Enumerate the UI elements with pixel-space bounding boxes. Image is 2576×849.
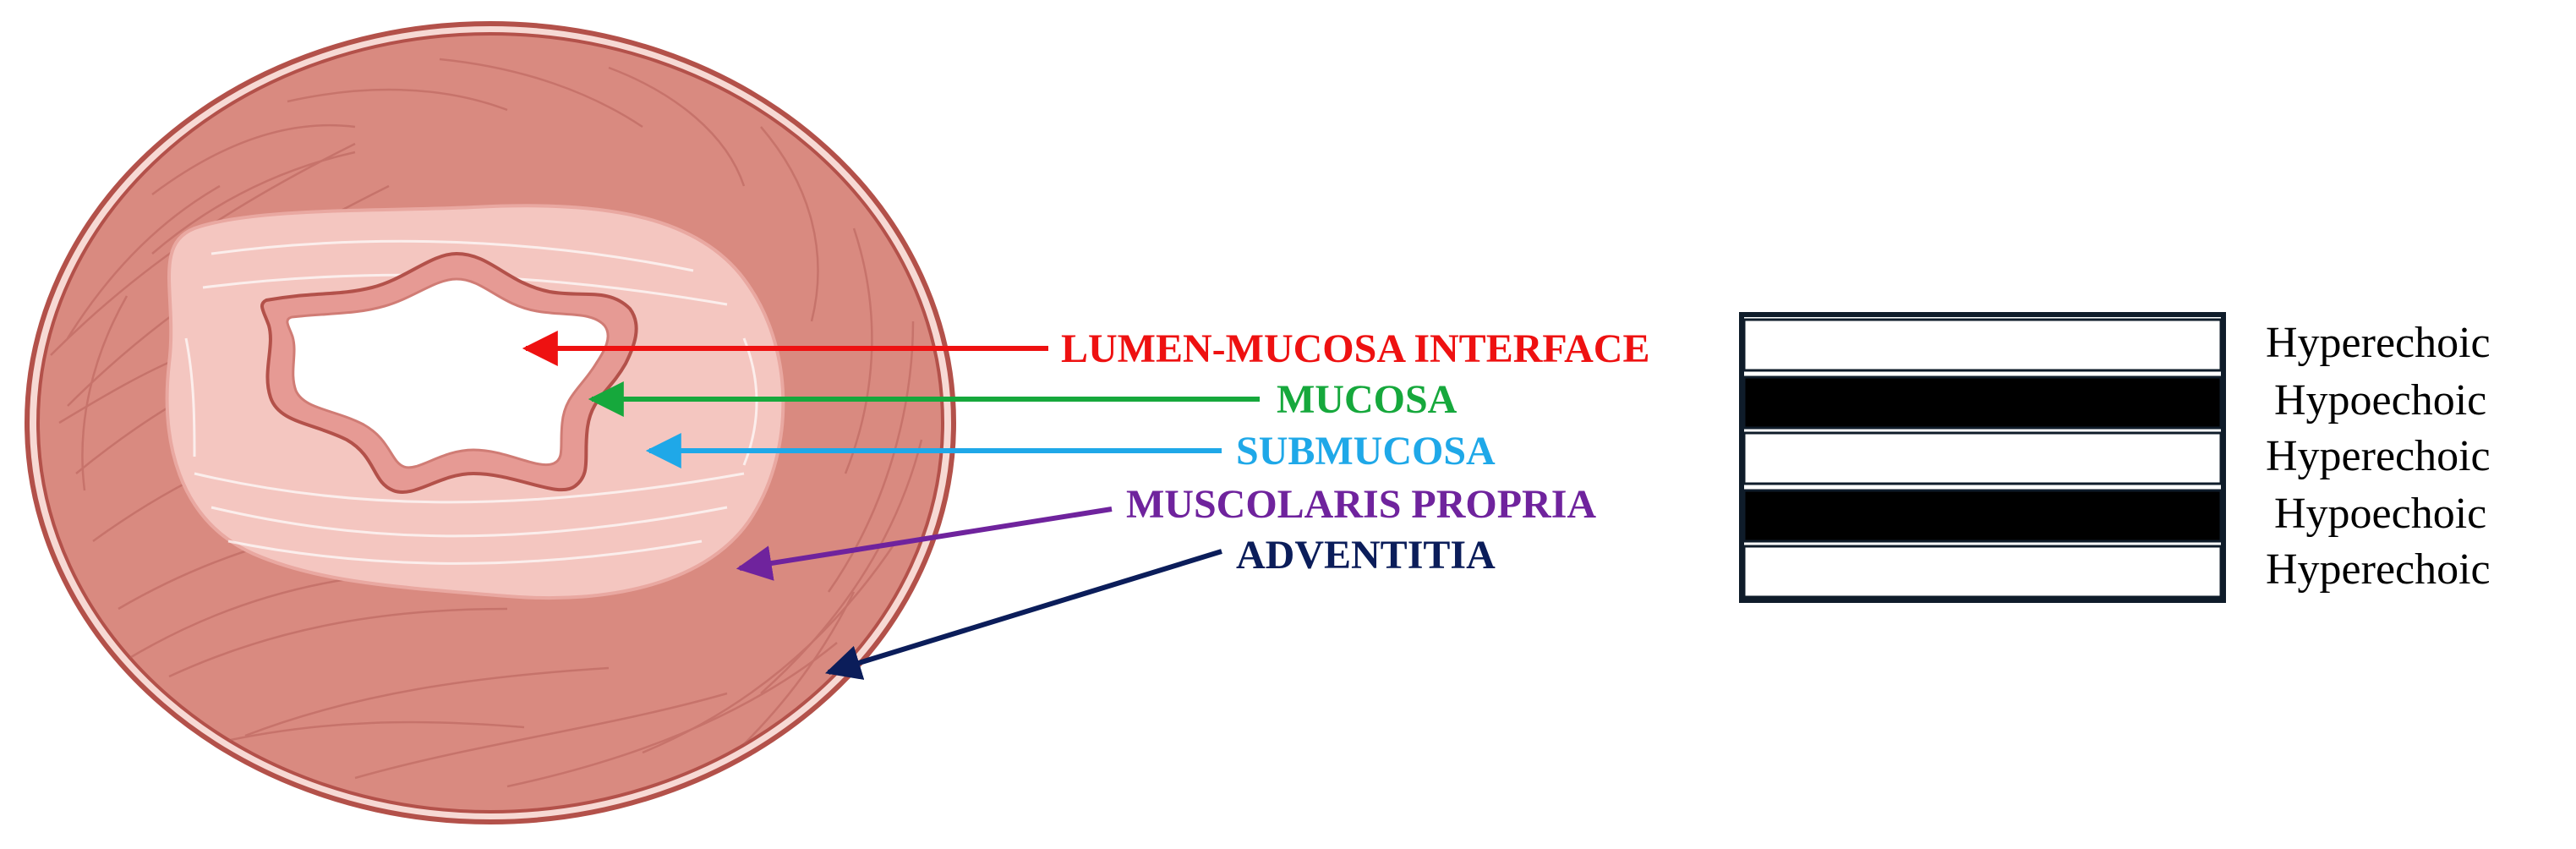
lumen [286, 277, 610, 469]
echo-label-2: Hypoechoic [2274, 376, 2486, 424]
echo-label-3: Hyperechoic [2266, 432, 2491, 480]
label-text-lumen-mucosa-interface: LUMEN-MUCOSA INTERFACE [1061, 326, 1649, 371]
echo-band-1 [1742, 318, 2223, 372]
layer-labels: LUMEN-MUCOSA INTERFACE MUCOSA SUBMUCOSA … [522, 326, 1649, 680]
label-text-submucosa: SUBMUCOSA [1236, 429, 1496, 474]
echo-label-4: Hypoechoic [2274, 490, 2486, 538]
label-adventitia: ADVENTITIA [824, 533, 1496, 680]
echo-band-3 [1742, 431, 2223, 485]
gut-wall-cross-section [25, 21, 956, 824]
label-muscolaris-propria: MUSCOLARIS PROPRIA [736, 482, 1596, 581]
echo-band-2 [1742, 375, 2223, 430]
submucosa-texture [184, 239, 758, 565]
echo-bands-legend: Hyperechoic Hypoechoic Hyperechoic Hypoe… [1739, 312, 2491, 603]
echo-band-5 [1742, 545, 2223, 599]
echo-band-4 [1742, 489, 2223, 543]
label-lumen-mucosa-interface: LUMEN-MUCOSA INTERFACE [522, 326, 1649, 371]
label-submucosa: SUBMUCOSA [645, 429, 1496, 474]
echo-label-5: Hyperechoic [2266, 545, 2491, 594]
label-mucosa: MUCOSA [588, 377, 1458, 422]
label-text-mucosa: MUCOSA [1277, 377, 1458, 422]
arrow-muscolaris-propria [736, 507, 1113, 581]
label-text-adventitia: ADVENTITIA [1236, 533, 1496, 578]
label-text-muscolaris-propria: MUSCOLARIS PROPRIA [1126, 482, 1596, 527]
arrow-adventitia [824, 549, 1222, 680]
echo-label-1: Hyperechoic [2266, 319, 2491, 367]
